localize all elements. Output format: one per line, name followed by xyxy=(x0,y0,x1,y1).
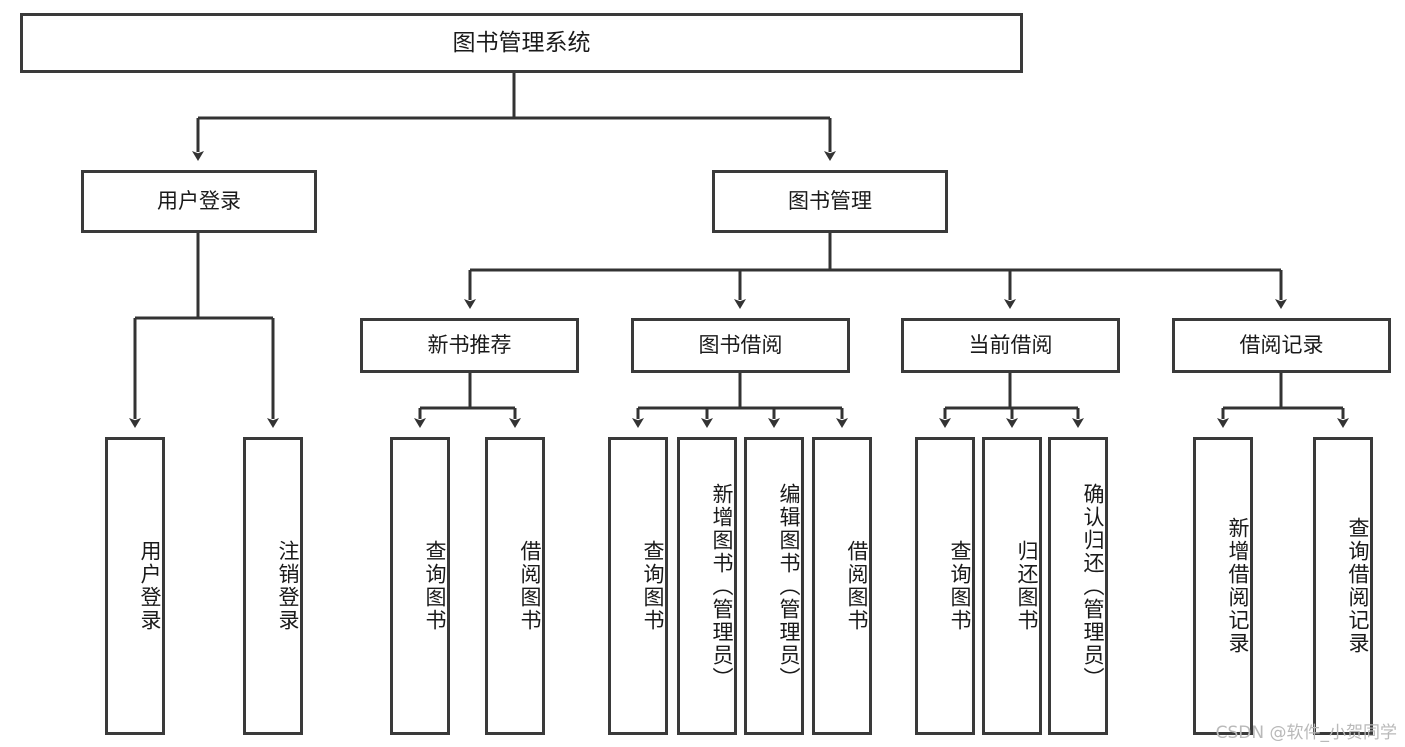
leaf-current-borrow-return-book[interactable]: 归还图书 xyxy=(982,437,1042,735)
node-book-management-label: 图书管理 xyxy=(788,188,872,213)
leaf-borrow-record-query-record-label: 查询借阅记录 xyxy=(1346,517,1370,655)
leaf-user-login-login[interactable]: 用户登录 xyxy=(105,437,165,735)
leaf-user-login-logout[interactable]: 注销登录 xyxy=(243,437,303,735)
leaf-user-login-login-label: 用户登录 xyxy=(138,540,162,632)
leaf-current-borrow-confirm-return-label: 确认归还（管理员） xyxy=(1081,482,1105,690)
leaf-borrow-record-query-record[interactable]: 查询借阅记录 xyxy=(1313,437,1373,735)
leaf-new-book-borrow-book[interactable]: 借阅图书 xyxy=(485,437,545,735)
leaf-new-book-query-book-label: 查询图书 xyxy=(423,540,447,632)
node-book-borrow[interactable]: 图书借阅 xyxy=(631,318,850,373)
leaf-book-borrow-edit-book[interactable]: 编辑图书（管理员） xyxy=(744,437,804,735)
leaf-book-borrow-query-book[interactable]: 查询图书 xyxy=(608,437,668,735)
leaf-book-borrow-add-book[interactable]: 新增图书（管理员） xyxy=(677,437,737,735)
node-book-management[interactable]: 图书管理 xyxy=(712,170,948,233)
leaf-current-borrow-query-book-label: 查询图书 xyxy=(948,540,972,632)
leaf-user-login-logout-label: 注销登录 xyxy=(276,540,300,632)
leaf-current-borrow-query-book[interactable]: 查询图书 xyxy=(915,437,975,735)
node-current-borrow-label: 当前借阅 xyxy=(968,332,1053,357)
node-user-login[interactable]: 用户登录 xyxy=(81,170,317,233)
node-borrow-record-label: 借阅记录 xyxy=(1239,332,1324,357)
leaf-book-borrow-borrow-book-label: 借阅图书 xyxy=(845,540,869,632)
node-root-system-label: 图书管理系统 xyxy=(452,29,591,56)
leaf-new-book-borrow-book-label: 借阅图书 xyxy=(518,540,542,632)
leaf-borrow-record-add-record[interactable]: 新增借阅记录 xyxy=(1193,437,1253,735)
node-root-system[interactable]: 图书管理系统 xyxy=(20,13,1023,73)
leaf-current-borrow-return-book-label: 归还图书 xyxy=(1015,540,1039,632)
node-book-borrow-label: 图书借阅 xyxy=(698,332,783,357)
node-current-borrow[interactable]: 当前借阅 xyxy=(901,318,1120,373)
csdn-watermark: CSDN @软件_小贺同学 xyxy=(1215,723,1397,743)
leaf-book-borrow-query-book-label: 查询图书 xyxy=(641,540,665,632)
node-new-book-recommend-label: 新书推荐 xyxy=(427,332,512,357)
leaf-current-borrow-confirm-return[interactable]: 确认归还（管理员） xyxy=(1048,437,1108,735)
leaf-book-borrow-edit-book-label: 编辑图书（管理员） xyxy=(777,482,801,690)
leaf-book-borrow-add-book-label: 新增图书（管理员） xyxy=(710,482,734,690)
node-user-login-label: 用户登录 xyxy=(157,188,241,213)
leaf-new-book-query-book[interactable]: 查询图书 xyxy=(390,437,450,735)
leaf-book-borrow-borrow-book[interactable]: 借阅图书 xyxy=(812,437,872,735)
node-new-book-recommend[interactable]: 新书推荐 xyxy=(360,318,579,373)
node-borrow-record[interactable]: 借阅记录 xyxy=(1172,318,1391,373)
leaf-borrow-record-add-record-label: 新增借阅记录 xyxy=(1226,517,1250,655)
